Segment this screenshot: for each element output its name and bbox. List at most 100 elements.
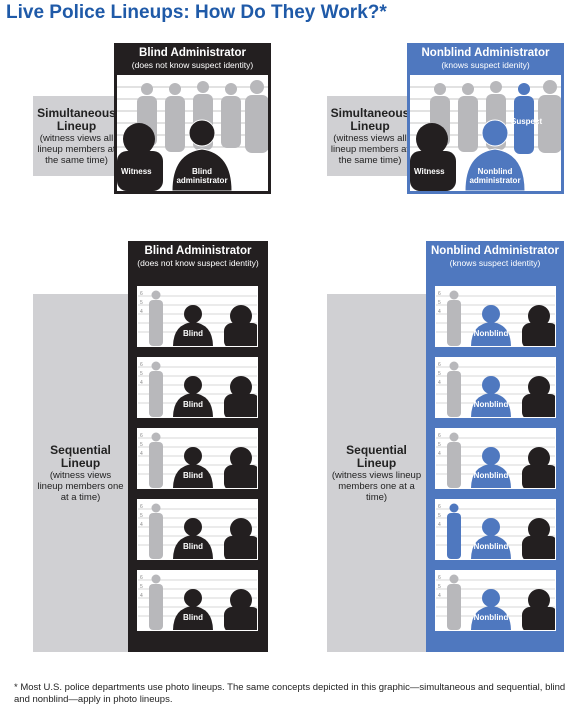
height-mark: 5 [140, 371, 143, 377]
administrator-label: Nonblind [473, 329, 509, 338]
lineup-members [137, 80, 268, 153]
administrator-silhouette [482, 589, 500, 607]
height-mark: 4 [140, 309, 143, 315]
nonblind-header: Nonblind Administrator (knows suspect id… [407, 43, 564, 77]
height-mark: 5 [140, 300, 143, 306]
height-mark: 4 [140, 522, 143, 528]
sequence-frame-graphic: 654 [436, 432, 555, 488]
lineup-member [151, 574, 161, 584]
witness-silhouette [117, 123, 163, 191]
witness-silhouette [230, 305, 252, 327]
blind-header-title: Blind Administrator [139, 47, 246, 59]
lineup-member [447, 513, 461, 559]
witness-silhouette [224, 536, 257, 559]
witness-silhouette [528, 305, 550, 327]
height-mark: 6 [140, 504, 143, 510]
sequential-label-right: Sequential Lineup (witness views lineup … [327, 294, 426, 652]
page-title: Live Police Lineups: How Do They Work?* [6, 2, 387, 23]
lineup-member [447, 371, 461, 417]
simultaneous-label-right: Simultaneous Lineup (witness views all l… [327, 96, 413, 176]
witness-silhouette [410, 123, 456, 191]
blind-header-sub: (does not know suspect identity) [137, 258, 259, 268]
lineup-member [449, 503, 459, 513]
height-mark: 6 [438, 504, 441, 510]
height-mark: 4 [438, 380, 441, 386]
administrator-silhouette [184, 447, 202, 465]
lineup-room-graphic [117, 80, 268, 191]
administrator-silhouette [173, 535, 213, 559]
sequence-frame-graphic: 6 5 4 [138, 503, 257, 559]
height-mark: 5 [140, 442, 143, 448]
witness-silhouette [528, 589, 550, 611]
sequence-frame-graphic: 654 [138, 361, 257, 417]
witness-label: Witness [414, 167, 445, 176]
lineup-room-graphic [410, 80, 561, 191]
witness-silhouette [224, 394, 257, 417]
height-mark: 5 [140, 584, 143, 590]
witness-silhouette [230, 447, 252, 469]
sequence-frame-graphic: 654 [436, 574, 555, 630]
sequential-title-2: Lineup [356, 455, 397, 470]
nonblind-simultaneous-panel: Nonblind Administrator (knows suspect id… [407, 43, 564, 194]
administrator-label: Nonblind [473, 400, 509, 409]
blind-header: Blind Administrator (does not know suspe… [114, 43, 271, 77]
sequential-title-1: Sequential [346, 442, 407, 457]
administrator-label: Nonblind [473, 471, 509, 480]
administrator-silhouette [482, 518, 500, 536]
lineup-member [149, 442, 163, 488]
witness-silhouette [230, 589, 252, 611]
blind-header-title: Blind Administrator [144, 245, 252, 257]
suspect-label: Suspect [511, 117, 543, 126]
simultaneous-desc: (witness views all lineup members at the… [37, 132, 116, 166]
administrator-silhouette [184, 305, 202, 323]
administrator-silhouette [482, 376, 500, 394]
administrator-silhouette [482, 447, 500, 465]
lineup-member [151, 503, 161, 513]
height-mark: 5 [140, 513, 143, 519]
height-mark: 4 [438, 522, 441, 528]
administrator-silhouette [464, 119, 526, 191]
lineup-member [151, 290, 161, 300]
sequential-desc: (witness views lineup members one at a t… [37, 469, 124, 503]
lineup-member [149, 371, 163, 417]
simultaneous-desc: (witness views all lineup members at the… [330, 132, 410, 166]
simultaneous-title-2: Lineup [350, 118, 390, 133]
height-mark: 5 [438, 513, 441, 519]
witness-silhouette [528, 376, 550, 398]
suspect-silhouette [514, 83, 534, 154]
administrator-label: Nonblind [473, 613, 509, 622]
witness-silhouette [522, 465, 555, 488]
sequential-desc: (witness views lineup members one at a t… [331, 469, 422, 503]
sequential-label-left: Sequential Lineup (witness views lineup … [33, 294, 128, 652]
height-mark: 6 [438, 291, 441, 297]
lineup-member [447, 442, 461, 488]
simultaneous-title-1: Simultaneous [37, 105, 116, 120]
nonblind-header-title: Nonblind Administrator [421, 47, 550, 59]
nonblind-header: Nonblind Administrator (knows suspect id… [426, 241, 564, 277]
administrator-silhouette [184, 518, 202, 536]
admin-label: Blind administrator [176, 167, 228, 185]
height-mark: 6 [140, 362, 143, 368]
height-mark: 6 [140, 433, 143, 439]
administrator-silhouette [173, 393, 213, 417]
administrator-silhouette [471, 464, 511, 488]
administrator-label: Blind [183, 471, 203, 480]
witness-silhouette [522, 536, 555, 559]
administrator-silhouette [171, 119, 233, 191]
nonblind-header-sub: (knows suspect idenity) [441, 60, 530, 70]
sequence-frame-graphic: 654 [138, 574, 257, 630]
administrator-silhouette [471, 535, 511, 559]
lineup-member [449, 290, 459, 300]
witness-silhouette [522, 323, 555, 346]
height-mark: 5 [438, 584, 441, 590]
nonblind-sequential-panel: Nonblind Administrator (knows suspect id… [426, 241, 564, 652]
lineup-member [151, 432, 161, 442]
lineup-member [449, 361, 459, 371]
